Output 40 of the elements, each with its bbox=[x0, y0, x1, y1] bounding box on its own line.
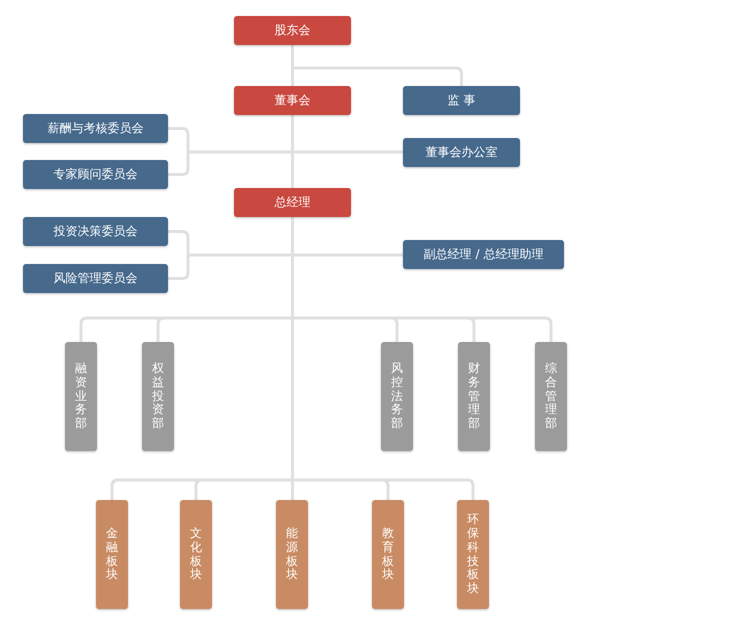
committee-box bbox=[23, 114, 168, 143]
department-box bbox=[381, 342, 413, 451]
committee-box bbox=[403, 240, 564, 269]
committee-box bbox=[403, 138, 520, 167]
node-label: 专家顾问委员会 bbox=[54, 168, 138, 182]
department-box bbox=[142, 342, 174, 451]
node-label: 财务管理部 bbox=[468, 362, 480, 431]
leadership-box bbox=[234, 86, 351, 115]
committee-box bbox=[23, 264, 168, 293]
business-segment-box bbox=[457, 500, 489, 609]
department-box bbox=[65, 342, 97, 451]
business-segment-box bbox=[96, 500, 128, 609]
department-box bbox=[535, 342, 567, 451]
node-label: 环保科技板块 bbox=[467, 513, 479, 596]
leadership-box bbox=[234, 16, 351, 45]
committee-box bbox=[403, 86, 520, 115]
node-label: 综合管理部 bbox=[545, 362, 557, 431]
node-label: 投资决策委员会 bbox=[54, 224, 138, 238]
node-label: 融资业务部 bbox=[75, 362, 87, 431]
node-label: 风险管理委员会 bbox=[54, 272, 138, 286]
node-label: 教育板块 bbox=[382, 526, 394, 582]
node-label: 文化板块 bbox=[190, 526, 202, 582]
business-segment-box bbox=[180, 500, 212, 609]
committee-box bbox=[23, 217, 168, 246]
node-label: 监 事 bbox=[448, 94, 476, 108]
business-segment-box bbox=[276, 500, 308, 609]
node-label: 董事会 bbox=[274, 94, 310, 108]
node-label: 金融板块 bbox=[106, 526, 118, 582]
node-label: 能源板块 bbox=[286, 526, 298, 582]
node-label: 总经理 bbox=[274, 196, 310, 210]
committee-box bbox=[23, 160, 168, 189]
node-label: 风控法务部 bbox=[391, 362, 403, 431]
node-label: 权益投资部 bbox=[152, 362, 164, 431]
node-label: 副总经理 / 总经理助理 bbox=[424, 248, 544, 262]
business-segment-box bbox=[372, 500, 404, 609]
department-box bbox=[458, 342, 490, 451]
node-label: 股东会 bbox=[274, 24, 310, 38]
node-label: 董事会办公室 bbox=[426, 146, 498, 160]
node-label: 薪酬与考核委员会 bbox=[48, 122, 144, 136]
leadership-box bbox=[234, 188, 351, 217]
